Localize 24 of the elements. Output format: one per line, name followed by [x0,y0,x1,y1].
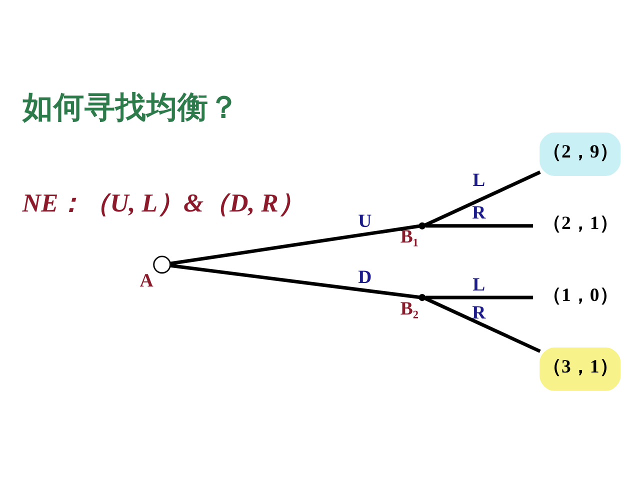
edge-label: U [358,210,372,232]
node-text: （1，0） [542,284,618,306]
label: NE：（U, L）&（D, R） [22,188,304,218]
connector [426,296,534,300]
connector [426,224,534,228]
connector [170,264,420,300]
node-label: B₂ [400,298,419,320]
node-label: A [140,270,154,292]
diagram-title: 如何寻找均衡？ [22,90,240,126]
edge-label: L [472,274,486,296]
node-box: （2，9） [540,132,621,176]
edge-label: L [472,170,486,191]
node-label: B₁ [400,226,419,248]
edge-label: R [472,202,486,224]
node-point [418,222,426,230]
node-point [418,294,426,302]
edge-label: R [472,302,486,324]
node-box: （3，1） [540,347,621,391]
connector [424,170,541,227]
connector [170,224,420,266]
node-circle [153,256,171,274]
node-text: （2，1） [542,213,618,234]
connector [424,296,541,353]
edge-label: D [358,267,372,288]
